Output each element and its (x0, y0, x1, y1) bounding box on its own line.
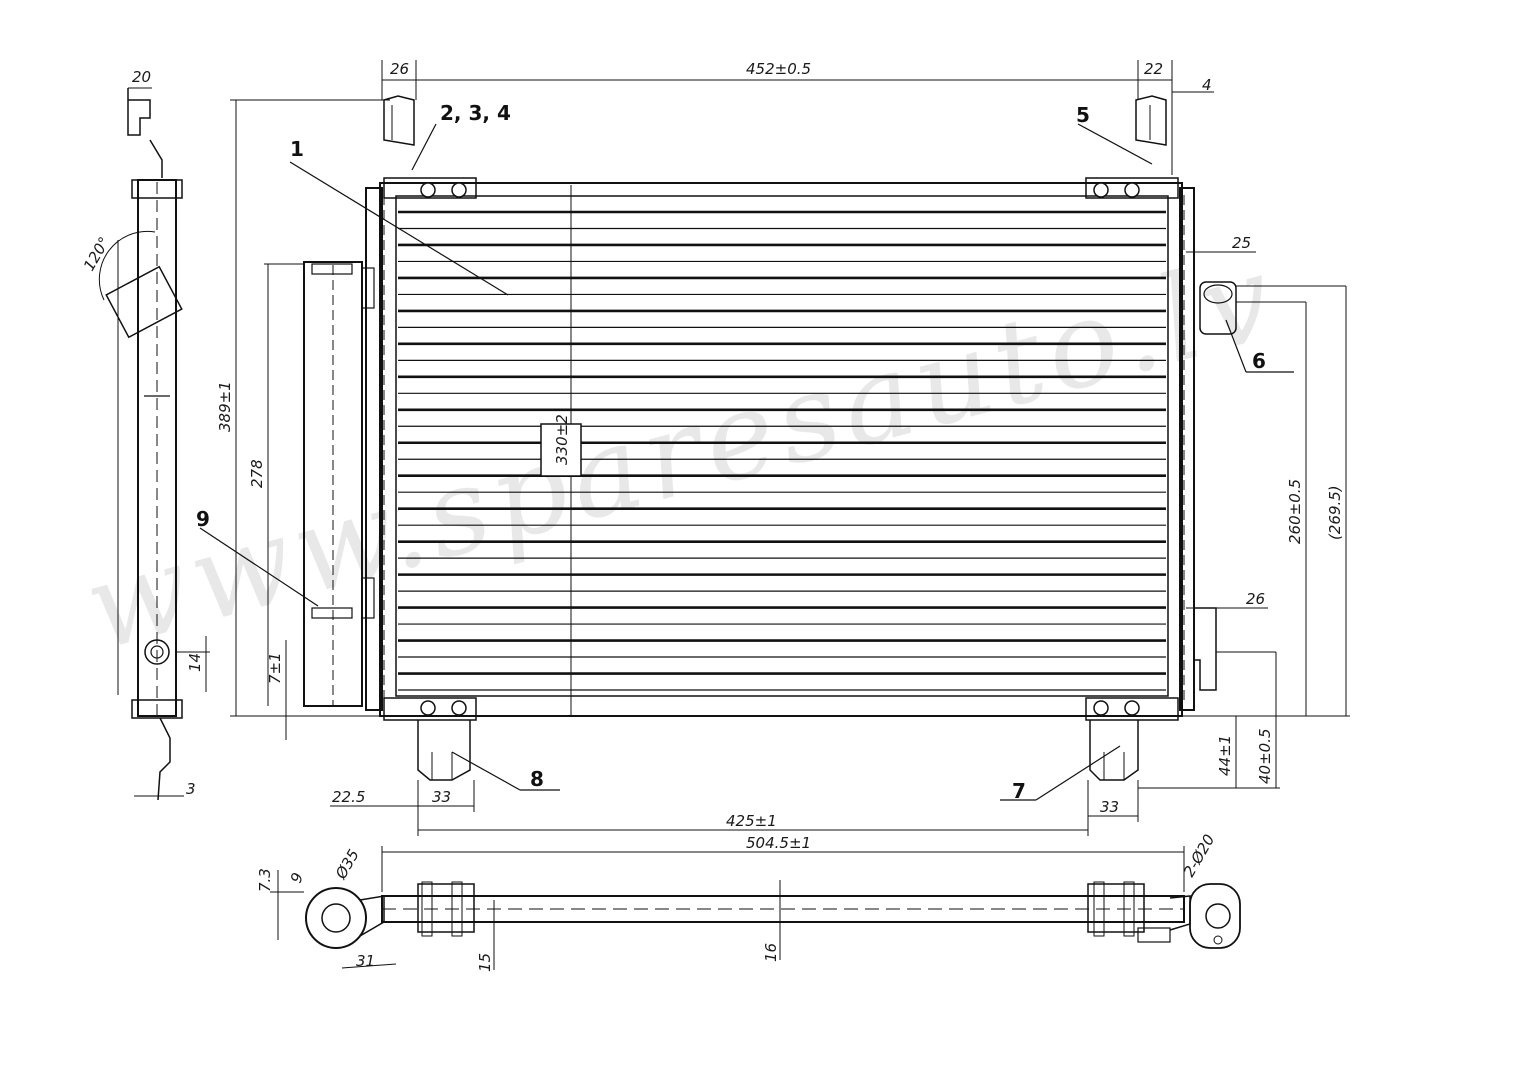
callout-5: 5 (1076, 103, 1090, 127)
callout-9: 9 (196, 507, 210, 531)
mounting-bolts (420, 182, 1140, 716)
dim-top-right-small: 4 (1202, 76, 1212, 94)
bottom-view (305, 881, 1241, 949)
core-height-label: 330±2 (540, 414, 582, 477)
dim-overall-height: 389±1 (216, 381, 234, 432)
dim-bottom-left-9: 9 (287, 870, 307, 885)
dim-bottom-fitting-15: 15 (476, 953, 494, 972)
dim-right-offset-bottom: 26 (1246, 590, 1265, 608)
dim-right-offset-top: 25 (1232, 234, 1251, 252)
dim-bottom-left-dia: Ø35 (331, 846, 363, 883)
dim-side-angle: 120° (80, 234, 114, 274)
dim-bottom-fitting-31: 31 (356, 952, 375, 970)
dim-right-bracket-1: 44±1 (1216, 735, 1234, 776)
dim-top-width: 452±0.5 (746, 60, 811, 78)
callout-7: 7 (1012, 779, 1026, 803)
dim-right-height-ref: (269.5) (1326, 485, 1344, 540)
dim-right-height: 260±0.5 (1286, 479, 1304, 544)
leader-lines (199, 123, 1294, 801)
callout-labels: 1 2, 3, 4 5 6 7 8 9 (196, 101, 1266, 803)
dim-bottom-span: 425±1 (726, 812, 777, 830)
dim-bottom-overall: 504.5±1 (746, 834, 811, 852)
dim-receiver-height: 278 (248, 459, 266, 488)
dim-top-right-offset: 22 (1144, 60, 1163, 78)
callout-6: 6 (1252, 349, 1266, 373)
dim-receiver-bottom: 7±1 (266, 652, 284, 684)
dim-bottom-left-offset: 22.5 (332, 788, 365, 806)
side-view (98, 88, 183, 801)
dim-bottom-pipe-dia: 16 (762, 943, 780, 962)
condenser-front-view (365, 95, 1237, 781)
callout-1: 1 (290, 137, 304, 161)
dim-side-top-width: 20 (132, 68, 151, 86)
dim-bottom-left-bracket: 33 (432, 788, 451, 806)
dim-top-left-offset: 26 (390, 60, 409, 78)
dimension-lines (128, 60, 1350, 970)
callout-8: 8 (530, 767, 544, 791)
dim-bottom-left-73: 7.3 (256, 868, 274, 892)
core-height-text: 330±2 (553, 414, 571, 465)
dim-bottom-right-dia: 2-Ø20 (1180, 831, 1219, 880)
dim-side-fitting: 14 (186, 653, 204, 672)
receiver-drier (303, 261, 375, 707)
dim-bottom-right-bracket: 33 (1100, 798, 1119, 816)
core-tubes (398, 210, 1166, 691)
dim-right-bracket-2: 40±0.5 (1256, 728, 1274, 784)
dim-side-bottom-small: 3 (186, 780, 196, 798)
callout-2-3-4: 2, 3, 4 (440, 101, 511, 125)
